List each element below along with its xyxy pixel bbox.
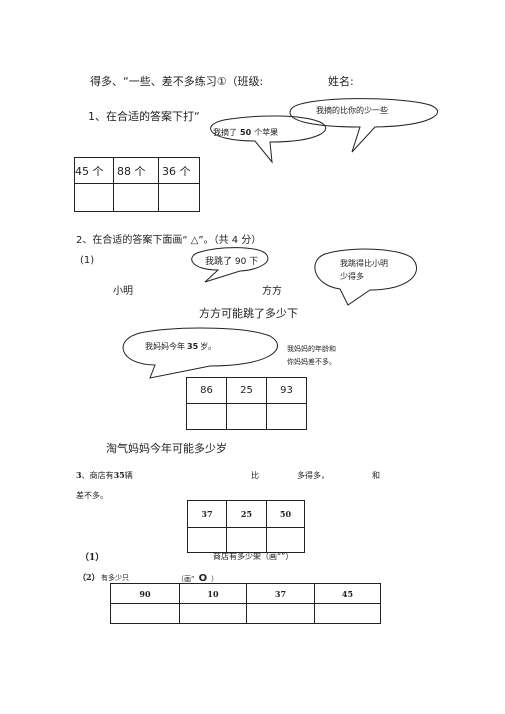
q3-answer-cell[interactable] [266,527,305,553]
q2-part2-question: 淘气妈妈今年可能多少岁 [106,442,227,455]
q3-word-he: 和 [372,471,380,480]
q1-option-cell: 45 个 [74,157,114,184]
name-xiaoming: 小明 [113,286,133,297]
q3-line2: 差不多。 [76,491,108,500]
q2-bubble-a-outline [191,247,269,283]
circle-mark-icon: O [198,573,208,584]
q3-answer-cell[interactable] [226,527,267,553]
q3-options-table: 37 25 50 [187,500,305,553]
q2-part1-label: (1) [80,255,95,266]
q3-option-cell: 37 [187,500,227,528]
q2-bubble-b-text-2: 少得多 [340,272,364,281]
q2-options-table: 86 25 93 [186,377,307,430]
q1-prompt: 1、在合适的答案下打“ [88,110,200,123]
q3-answer-cell[interactable] [187,527,227,553]
q2-prompt: 2、在合适的答案下面画“ △”。（共 4 分） [76,235,262,246]
worksheet-title: 得多、“一些、差不多练习①（班级: [90,75,264,88]
q3-part2-option-cell: 10 [179,583,247,604]
q1-answer-cell[interactable] [74,183,114,212]
q3-part2-answer-cell[interactable] [179,603,247,624]
name-fangfang: 方方 [262,286,282,297]
name-label: 姓名: [328,75,354,88]
q2-option-cell: 93 [266,377,307,404]
q3-part2-answer-cell[interactable] [246,603,315,624]
q2-answer-cell[interactable] [266,403,307,430]
q1-bubble-b-text: 我摘的比你的少一些 [316,106,388,115]
q3-option-cell: 25 [226,500,267,528]
q3-part2-answer-cell[interactable] [314,603,381,624]
q2-part1-question: 方方可能跳了多少下 [199,307,298,320]
q2-bubble-b-outline [314,248,417,306]
q3-part2-options-table: 90 10 37 45 [110,583,381,624]
q3-part2-option-cell: 90 [110,583,180,604]
q2-answer-cell[interactable] [226,403,267,430]
q3-part2-hint: （画“O） [177,573,219,584]
q2-mom-bubble-outline [122,327,278,379]
q2-reply-line2: 你妈妈差不多。 [287,358,336,366]
q2-answer-cell[interactable] [186,403,227,430]
q2-option-cell: 86 [186,377,227,404]
q3-part2-answer-cell[interactable] [110,603,180,624]
q3-word-duo: 多得多， [297,471,329,480]
q2-reply-line1: 我妈妈的年龄和 [287,345,336,353]
q3-option-cell: 50 [266,500,305,528]
q3-part2-question: 有多少只 [101,574,129,582]
q1-options-table: 45 个 88 个 36 个 [74,157,200,212]
q1-answer-cell[interactable] [158,183,200,212]
q1-answer-cell[interactable] [113,183,159,212]
q1-option-cell: 88 个 [113,157,159,184]
q3-part2-option-cell: 37 [246,583,315,604]
q1-bubble-b-outline [289,98,439,153]
q2-bubble-b-text-1: 我跳得比小明 [340,259,388,268]
q3-word-bi: 比 [251,471,259,480]
q3-part2-label: （2） [78,572,100,582]
q3-part1-question: 商店有多少架（画“”） [213,552,294,561]
q1-bubble-a-outline [210,115,327,164]
q3-part1-label: （1） [80,553,105,563]
q2-option-cell: 25 [226,377,267,404]
q3-part2-option-cell: 45 [314,583,381,604]
q3-prompt: 3、商店有35辆 [76,470,133,480]
q2-bubble-a-text: 我跳了 90 下 [205,257,259,267]
q1-option-cell: 36 个 [158,157,200,184]
